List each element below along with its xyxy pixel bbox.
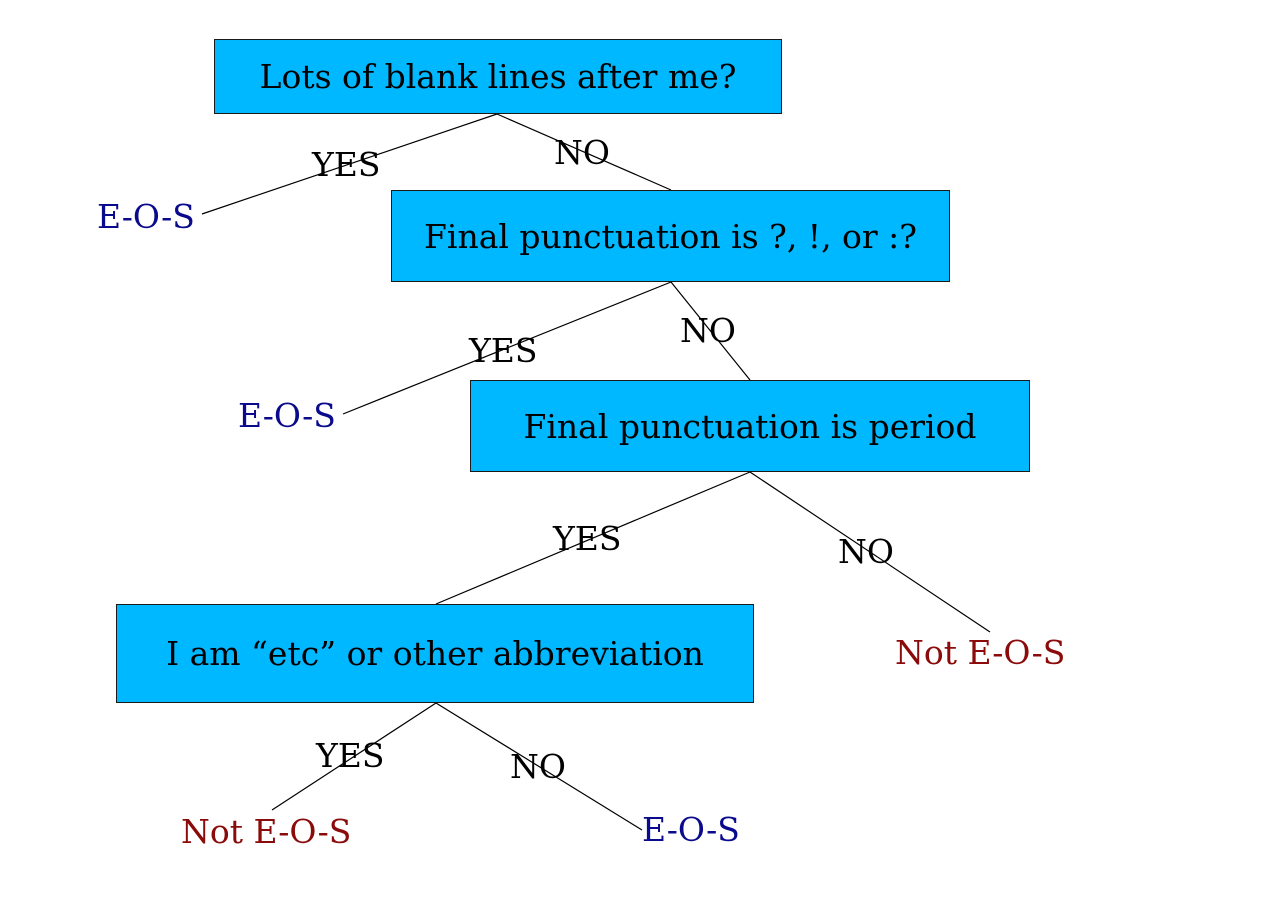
leaf-eos: E-O-S: [97, 197, 195, 236]
decision-node-final-punctuation-question: Final punctuation is ?, !, or :?: [391, 190, 950, 282]
decision-node-blank-lines: Lots of blank lines after me?: [214, 39, 782, 114]
leaf-eos: E-O-S: [238, 396, 336, 435]
edge-q2-no: [670, 281, 751, 381]
decision-node-final-punctuation-period: Final punctuation is period: [470, 380, 1030, 472]
decision-node-text: I am “etc” or other abbreviation: [166, 634, 704, 673]
edge-q1-no: [496, 113, 672, 191]
edge-q3-yes: [435, 471, 751, 605]
edge-label-no: NO: [510, 747, 566, 786]
decision-node-text: Lots of blank lines after me?: [259, 57, 737, 96]
edge-q4-no: [435, 702, 643, 831]
edge-label-yes: YES: [553, 519, 622, 558]
edge-label-no: NO: [554, 133, 610, 172]
edge-label-yes: YES: [316, 736, 385, 775]
edge-q4-yes: [271, 702, 437, 811]
leaf-eos: E-O-S: [642, 810, 740, 849]
decision-node-text: Final punctuation is period: [523, 406, 977, 446]
edge-q3-no: [749, 471, 991, 633]
leaf-not-eos: Not E-O-S: [895, 633, 1066, 672]
edge-q2-yes: [342, 281, 672, 415]
edge-label-yes: YES: [312, 145, 381, 184]
edge-label-no: NO: [680, 311, 736, 350]
leaf-not-eos: Not E-O-S: [181, 812, 352, 851]
edge-label-yes: YES: [469, 331, 538, 370]
edge-label-no: NO: [838, 532, 894, 571]
decision-node-text: Final punctuation is ?, !, or :?: [424, 216, 917, 256]
edge-q1-yes: [201, 113, 498, 215]
decision-node-abbreviation: I am “etc” or other abbreviation: [116, 604, 754, 703]
